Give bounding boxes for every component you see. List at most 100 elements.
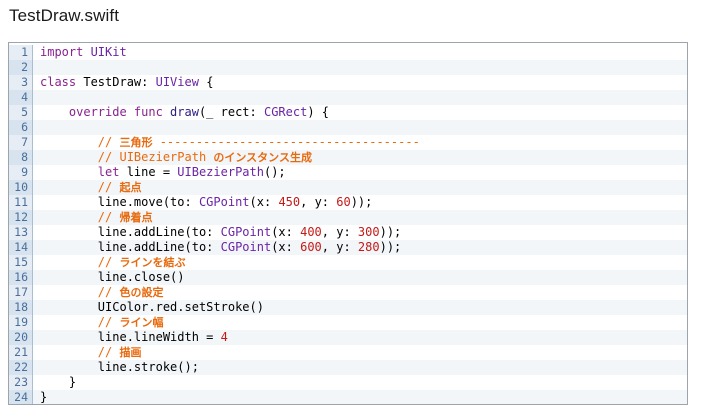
line-number: 15 bbox=[9, 255, 33, 270]
code-token: line = bbox=[126, 165, 178, 179]
code-line: line.addLine(to: CGPoint(x: 600, y: 280)… bbox=[33, 240, 687, 255]
line-number: 20 bbox=[9, 330, 33, 345]
code-line: line.close() bbox=[33, 270, 687, 285]
line-number: 12 bbox=[9, 210, 33, 225]
code-token: )); bbox=[350, 195, 373, 209]
code-token: // bbox=[40, 345, 120, 359]
line-number: 19 bbox=[9, 315, 33, 330]
code-line: } bbox=[33, 375, 687, 390]
code-row: 22 line.stroke(); bbox=[9, 360, 687, 375]
code-row: 11 line.move(to: CGPoint(x: 450, y: 60))… bbox=[9, 195, 687, 210]
code-row: 24} bbox=[9, 390, 687, 404]
line-number: 2 bbox=[9, 60, 33, 75]
code-row: 9 let line = UIBezierPath(); bbox=[9, 165, 687, 180]
code-row: 7 // 三角形 -------------------------------… bbox=[9, 135, 687, 150]
line-number: 18 bbox=[9, 300, 33, 315]
code-token: class bbox=[40, 75, 84, 89]
code-token: ラインを結ぶ bbox=[119, 256, 186, 269]
code-token: 280 bbox=[357, 240, 380, 254]
code-token: TestDraw bbox=[83, 75, 142, 89]
code-token: // bbox=[40, 135, 120, 149]
code-line: // ライン幅 bbox=[33, 315, 687, 330]
code-token: // bbox=[40, 210, 120, 224]
line-number: 7 bbox=[9, 135, 33, 150]
code-token: (x: bbox=[271, 225, 301, 239]
line-number: 24 bbox=[9, 390, 33, 404]
line-number: 6 bbox=[9, 120, 33, 135]
code-token: CGRect bbox=[263, 105, 308, 119]
code-line: // 色の設定 bbox=[33, 285, 687, 300]
code-token: line.addLine(to: bbox=[40, 225, 221, 239]
line-number: 14 bbox=[9, 240, 33, 255]
code-line bbox=[33, 90, 687, 105]
code-token: )); bbox=[379, 240, 402, 254]
code-line: import UIKit bbox=[33, 45, 687, 60]
code-token: 600 bbox=[300, 240, 322, 254]
code-token: CGPoint bbox=[220, 240, 272, 254]
line-number: 9 bbox=[9, 165, 33, 180]
code-token: 色の設定 bbox=[119, 286, 164, 299]
code-token: , y: bbox=[321, 240, 358, 254]
code-token: UIColor.red.setStroke() bbox=[40, 300, 264, 314]
line-number: 11 bbox=[9, 195, 33, 210]
code-line: line.addLine(to: CGPoint(x: 400, y: 300)… bbox=[33, 225, 687, 240]
code-token: 60 bbox=[336, 195, 351, 209]
code-token: 400 bbox=[300, 225, 322, 239]
code-row: 13 line.addLine(to: CGPoint(x: 400, y: 3… bbox=[9, 225, 687, 240]
code-token: UIKit bbox=[90, 45, 127, 59]
code-row: 10 // 起点 bbox=[9, 180, 687, 195]
code-token: line.move(to: bbox=[40, 195, 199, 209]
code-token: 4 bbox=[220, 330, 228, 344]
code-row: 5 override func draw(_ rect: CGRect) { bbox=[9, 105, 687, 120]
file-title: TestDraw.swift bbox=[9, 6, 120, 25]
code-row: 4 bbox=[9, 90, 687, 105]
line-number: 13 bbox=[9, 225, 33, 240]
line-number: 3 bbox=[9, 75, 33, 90]
code-line: // UIBezierPath のインスタンス生成 bbox=[33, 150, 687, 165]
line-number: 23 bbox=[9, 375, 33, 390]
code-row: 19 // ライン幅 bbox=[9, 315, 687, 330]
code-line: override func draw(_ rect: CGRect) { bbox=[33, 105, 687, 120]
code-line bbox=[33, 60, 687, 75]
code-token: import bbox=[40, 45, 91, 59]
code-token: 三角形 bbox=[119, 136, 153, 149]
code-line bbox=[33, 120, 687, 135]
code-token: , y: bbox=[300, 195, 337, 209]
code-token: (x: bbox=[249, 195, 279, 209]
code-token: ------------------------------------ bbox=[152, 135, 420, 149]
code-line: // 帰着点 bbox=[33, 210, 687, 225]
code-row: 18 UIColor.red.setStroke() bbox=[9, 300, 687, 315]
code-line: let line = UIBezierPath(); bbox=[33, 165, 687, 180]
code-token: (x: bbox=[271, 240, 301, 254]
code-token: // UIBezierPath bbox=[40, 150, 214, 164]
code-line: UIColor.red.setStroke() bbox=[33, 300, 687, 315]
code-token: { bbox=[198, 75, 214, 89]
code-token: ) { bbox=[307, 105, 330, 119]
code-token: 描画 bbox=[119, 346, 142, 359]
code-token: 450 bbox=[278, 195, 301, 209]
code-token: 帰着点 bbox=[119, 211, 153, 224]
code-token: ライン幅 bbox=[119, 316, 164, 329]
code-row: 14 line.addLine(to: CGPoint(x: 600, y: 2… bbox=[9, 240, 687, 255]
code-row: 20 line.lineWidth = 4 bbox=[9, 330, 687, 345]
code-token: } bbox=[40, 375, 77, 389]
code-token: // bbox=[40, 285, 120, 299]
code-token: line.stroke(); bbox=[40, 360, 199, 374]
code-token: )); bbox=[379, 225, 402, 239]
line-number: 5 bbox=[9, 105, 33, 120]
code-token: (); bbox=[263, 165, 286, 179]
code-token: CGPoint bbox=[220, 225, 272, 239]
code-token: , y: bbox=[321, 225, 358, 239]
code-row: 21 // 描画 bbox=[9, 345, 687, 360]
code-line: // ラインを結ぶ bbox=[33, 255, 687, 270]
code-token: } bbox=[40, 390, 48, 404]
code-line: class TestDraw: UIView { bbox=[33, 75, 687, 90]
line-number: 16 bbox=[9, 270, 33, 285]
code-token: : bbox=[141, 75, 156, 89]
code-line: } bbox=[33, 390, 687, 404]
code-token: のインスタンス生成 bbox=[213, 151, 312, 164]
code-row: 12 // 帰着点 bbox=[9, 210, 687, 225]
